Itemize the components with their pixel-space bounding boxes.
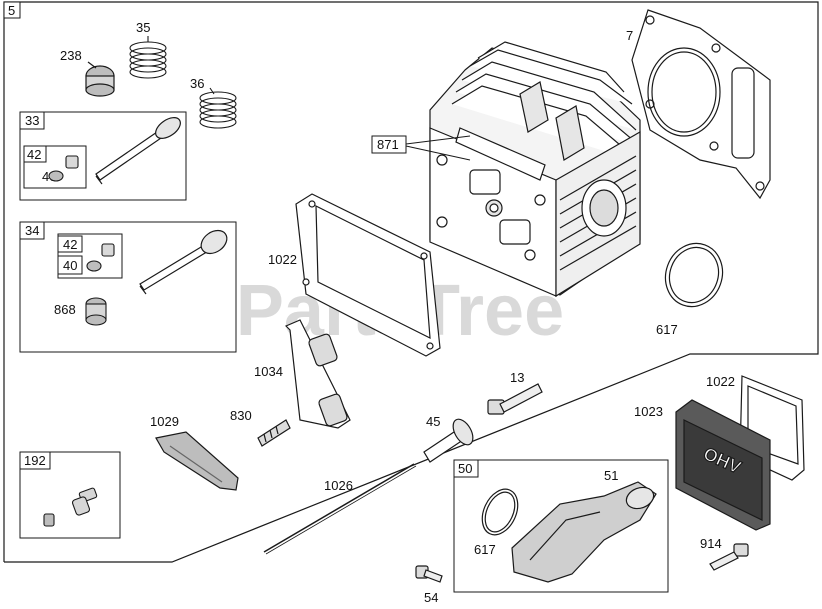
kit-50-label: 50 [458,461,472,476]
callout-914: 914 [700,536,722,551]
kit-34: 34 42 40 868 [19,221,237,353]
callout-13: 13 [510,370,524,385]
stud-830 [257,419,291,447]
kit-33: 33 42 40 [19,111,187,201]
callout-868: 868 [54,302,76,317]
callout-1022-cover: 1022 [706,374,735,389]
callout-830: 830 [230,408,252,423]
callout-51: 51 [604,468,618,483]
valve-34 [139,229,228,295]
kit-34-label: 34 [25,223,39,238]
push-rod-1026 [263,463,417,555]
head-gasket [631,9,771,200]
kit-192-label: 192 [24,453,46,468]
callout-1029: 1029 [150,414,179,429]
intake-manifold [511,481,657,583]
screw-54 [415,565,443,583]
valve-cover-gasket [295,193,441,357]
kit-192: 192 [19,451,121,539]
callout-238: 238 [60,48,82,63]
assembly-label: 5 [8,3,15,18]
bolt-13 [487,383,543,415]
intake-o-ring [481,488,519,536]
callout-54: 54 [424,590,438,605]
valve-seal-868 [85,297,107,326]
callout-45: 45 [426,414,440,429]
callout-7: 7 [626,28,633,43]
callout-871-label: 871 [377,137,399,152]
screw-914 [709,543,749,571]
valve-spring-36 [199,87,237,129]
callout-617-ring: 617 [656,322,678,337]
valve-spring-35 [129,36,167,79]
callout-1023: 1023 [634,404,663,419]
kit-34-sub-42: 42 [63,237,77,252]
cylinder-head [429,41,641,298]
o-ring-617 [664,242,724,308]
callout-1034: 1034 [254,364,283,379]
assembly-label-box: 5 [3,1,21,19]
callout-35: 35 [136,20,150,35]
valve-33 [95,117,181,185]
kit-33-label: 33 [25,113,39,128]
kit-34-sub-40: 40 [63,258,77,273]
valve-cap-238 [85,61,115,97]
callout-36: 36 [190,76,204,91]
kit-33-sub-42: 42 [27,147,41,162]
callout-617-intake: 617 [474,542,496,557]
kit-50: 50 [453,459,669,593]
callout-1026: 1026 [324,478,353,493]
push-rod-guide-1029 [155,431,239,491]
rocker-pivot-45 [423,418,474,463]
callout-871: 871 [371,135,471,161]
callout-1022-gasket: 1022 [268,252,297,267]
valve-cover-1023: OHV [675,399,771,531]
breather-plate-1034 [284,319,351,429]
